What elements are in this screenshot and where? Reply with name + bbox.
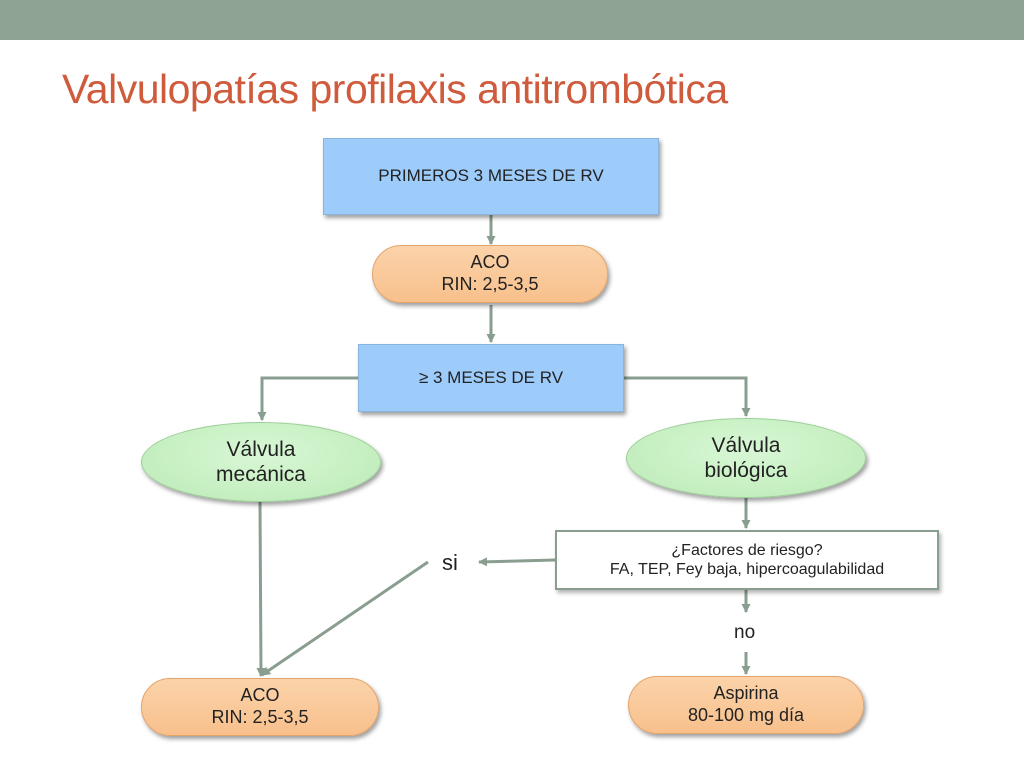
aco-bottom-pill: ACO RIN: 2,5-3,5 [141,678,379,736]
biological-line2: biológica [704,459,788,482]
edge-label-no: no [734,622,756,643]
mechanical-line2: mecánica [216,463,306,486]
slide-title: Valvulopatías profilaxis antitrombótica [62,66,728,112]
aspirin-pill: Aspirina 80-100 mg día [628,676,864,734]
aco-bottom-line1: ACO [240,685,280,706]
arrow-risk-to-si [478,557,556,567]
aspirin-line2: 80-100 mg día [687,705,805,725]
mechanical-line1: Válvula [226,437,296,461]
after-months-label: ≥ 3 MESES DE RV [418,367,564,387]
mechanical-valve-ellipse: Válvula mecánica [141,422,381,502]
after-months-box: ≥ 3 MESES DE RV [358,344,624,412]
arrow-after-to-mechanical [257,376,358,421]
aspirin-line1: Aspirina [713,683,779,704]
risk-factors-box: ¿Factores de riesgo? FA, TEP, Fey baja, … [555,530,939,590]
arrow-after-to-biological [624,376,751,417]
biological-valve-ellipse: Válvula biológica [626,418,866,498]
arrow-mechanical-to-aco [256,501,266,677]
biological-line1: Válvula [711,433,781,457]
risk-factors-line1: ¿Factores de riesgo? [671,541,823,559]
aco-top-line1: ACO [470,252,510,273]
first-months-label: PRIMEROS 3 MESES DE RV [378,166,604,186]
aco-top-pill: ACO RIN: 2,5-3,5 [372,245,608,303]
risk-factors-line2: FA, TEP, Fey baja, hipercoagulabilidad [609,561,885,578]
top-bar [0,0,1024,40]
arrow-si-to-aco [261,560,429,677]
aco-top-line2: RIN: 2,5-3,5 [441,274,539,294]
aco-bottom-line2: RIN: 2,5-3,5 [211,707,309,727]
edge-label-si: si [442,550,458,575]
first-months-box: PRIMEROS 3 MESES DE RV [323,138,659,215]
